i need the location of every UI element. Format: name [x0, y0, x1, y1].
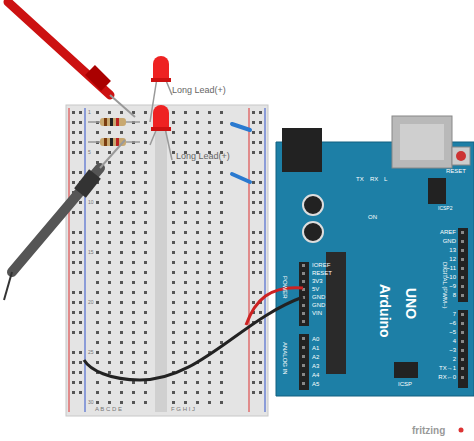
- header-label: ICSP2: [438, 206, 452, 211]
- pin-label: 3V3: [312, 278, 323, 284]
- resistor-symbol: [88, 138, 140, 146]
- pin-label: RESET: [312, 270, 332, 276]
- logo-dot: [459, 428, 464, 433]
- header-title: ANALOG IN: [282, 342, 288, 375]
- jumper-wire: [232, 174, 250, 182]
- pin-label: A1: [312, 345, 319, 351]
- jumper-wire: [232, 124, 250, 130]
- pin-label: A5: [312, 381, 319, 387]
- pin-label: ~9: [449, 283, 456, 289]
- icsp-header: [394, 362, 418, 378]
- row-number: 5: [88, 150, 91, 155]
- digital-header: [458, 228, 468, 302]
- analog-header: [299, 334, 309, 390]
- power-jack: [282, 128, 322, 172]
- pin-label: IOREF: [312, 262, 330, 268]
- button-label: RESET: [446, 168, 466, 174]
- pin-label: GND: [312, 294, 325, 300]
- pin-label: 4: [453, 338, 456, 344]
- digital-header: [458, 310, 468, 388]
- pin-label: ~5: [449, 329, 456, 335]
- row-number: 25: [88, 350, 94, 355]
- pin-label: GND: [312, 302, 325, 308]
- 5v-wire: [246, 288, 303, 325]
- breadboard-holes: [72, 111, 262, 404]
- pin-label: A3: [312, 363, 319, 369]
- pin-label: A2: [312, 354, 319, 360]
- pin-label: VIN: [312, 310, 322, 316]
- pin-label: 7: [453, 311, 456, 317]
- pin-label: RX←0: [438, 374, 456, 380]
- column-letters: F G H I J: [171, 406, 195, 412]
- pin-label: 5V: [312, 286, 319, 292]
- watermark: fritzing: [412, 426, 445, 436]
- led-marking: ON: [368, 214, 377, 220]
- pin-label: AREF: [440, 229, 456, 235]
- header-title: DIGITAL (PWM~): [442, 262, 448, 309]
- header-title: POWER: [282, 276, 288, 299]
- row-number: 30: [88, 400, 94, 405]
- pin-label: 2: [453, 356, 456, 362]
- pin-label: GND: [443, 238, 456, 244]
- pin-label: A0: [312, 336, 319, 342]
- row-number: 1: [88, 110, 91, 115]
- led-marking: TX: [356, 176, 364, 182]
- header-label: ICSP: [398, 381, 412, 387]
- pin-label: 13: [449, 247, 456, 253]
- icsp2-header: [428, 178, 446, 204]
- board-name: UNO: [404, 288, 418, 319]
- led-marking: L: [384, 176, 387, 182]
- pin-label: 12: [449, 256, 456, 262]
- column-letters: A B C D E: [95, 406, 122, 412]
- row-number: 10: [88, 200, 94, 205]
- row-number: 20: [88, 300, 94, 305]
- usb-port: [392, 116, 452, 168]
- led-label: Long Lead(+): [172, 86, 226, 95]
- power-header: [299, 262, 309, 326]
- reset-button: [452, 147, 470, 165]
- board-name: Arduino: [378, 284, 392, 338]
- pin-label: A4: [312, 372, 319, 378]
- red-probe: [8, 2, 135, 117]
- pin-label: TX→1: [439, 365, 456, 371]
- led: [150, 105, 172, 160]
- resistor-symbol: [88, 118, 140, 126]
- led-marking: RX: [370, 176, 378, 182]
- pin-label: ~3: [449, 347, 456, 353]
- arduino-board: [276, 142, 474, 396]
- pin-label: ~6: [449, 320, 456, 326]
- row-number: 15: [88, 250, 94, 255]
- led-label: Long Lead(+): [176, 152, 230, 161]
- capacitor: [303, 222, 323, 242]
- capacitor: [303, 195, 323, 215]
- header-pins: [302, 231, 464, 385]
- gnd-wire: [84, 297, 303, 380]
- pin-label: 8: [453, 292, 456, 298]
- black-probe: [4, 140, 125, 300]
- center-gap: [155, 108, 167, 412]
